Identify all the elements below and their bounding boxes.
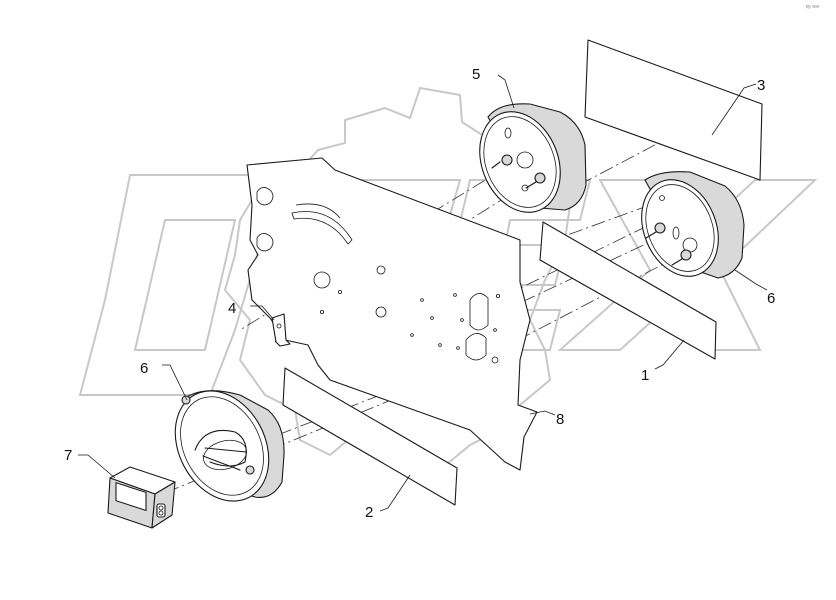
- bracket-4: [271, 313, 291, 347]
- callout-labels: 5 3 4 6 1 8 6 7 2: [64, 66, 775, 521]
- callout-5: 5: [472, 66, 480, 83]
- mounting-panel-8: [246, 157, 538, 471]
- gasket-2: [282, 367, 458, 506]
- callout-8: 8: [556, 411, 564, 428]
- callout-6-left: 6: [140, 360, 148, 377]
- corner-code: ᵖᵍ ᵃᵃᵃ: [806, 5, 820, 11]
- gasket-1: [539, 221, 717, 360]
- callout-4: 4: [228, 300, 236, 317]
- gauge-5: [479, 103, 587, 213]
- leader-lines: [78, 74, 768, 512]
- callout-7: 7: [64, 447, 72, 464]
- callout-3: 3: [757, 77, 765, 94]
- callout-6-right: 6: [767, 290, 775, 307]
- gauge-6-right: [641, 171, 745, 279]
- gauge-6-left: [174, 390, 285, 502]
- gasket-3: [584, 39, 763, 181]
- switch-box-7: [107, 466, 176, 529]
- callout-1: 1: [641, 367, 649, 384]
- callout-2: 2: [365, 504, 373, 521]
